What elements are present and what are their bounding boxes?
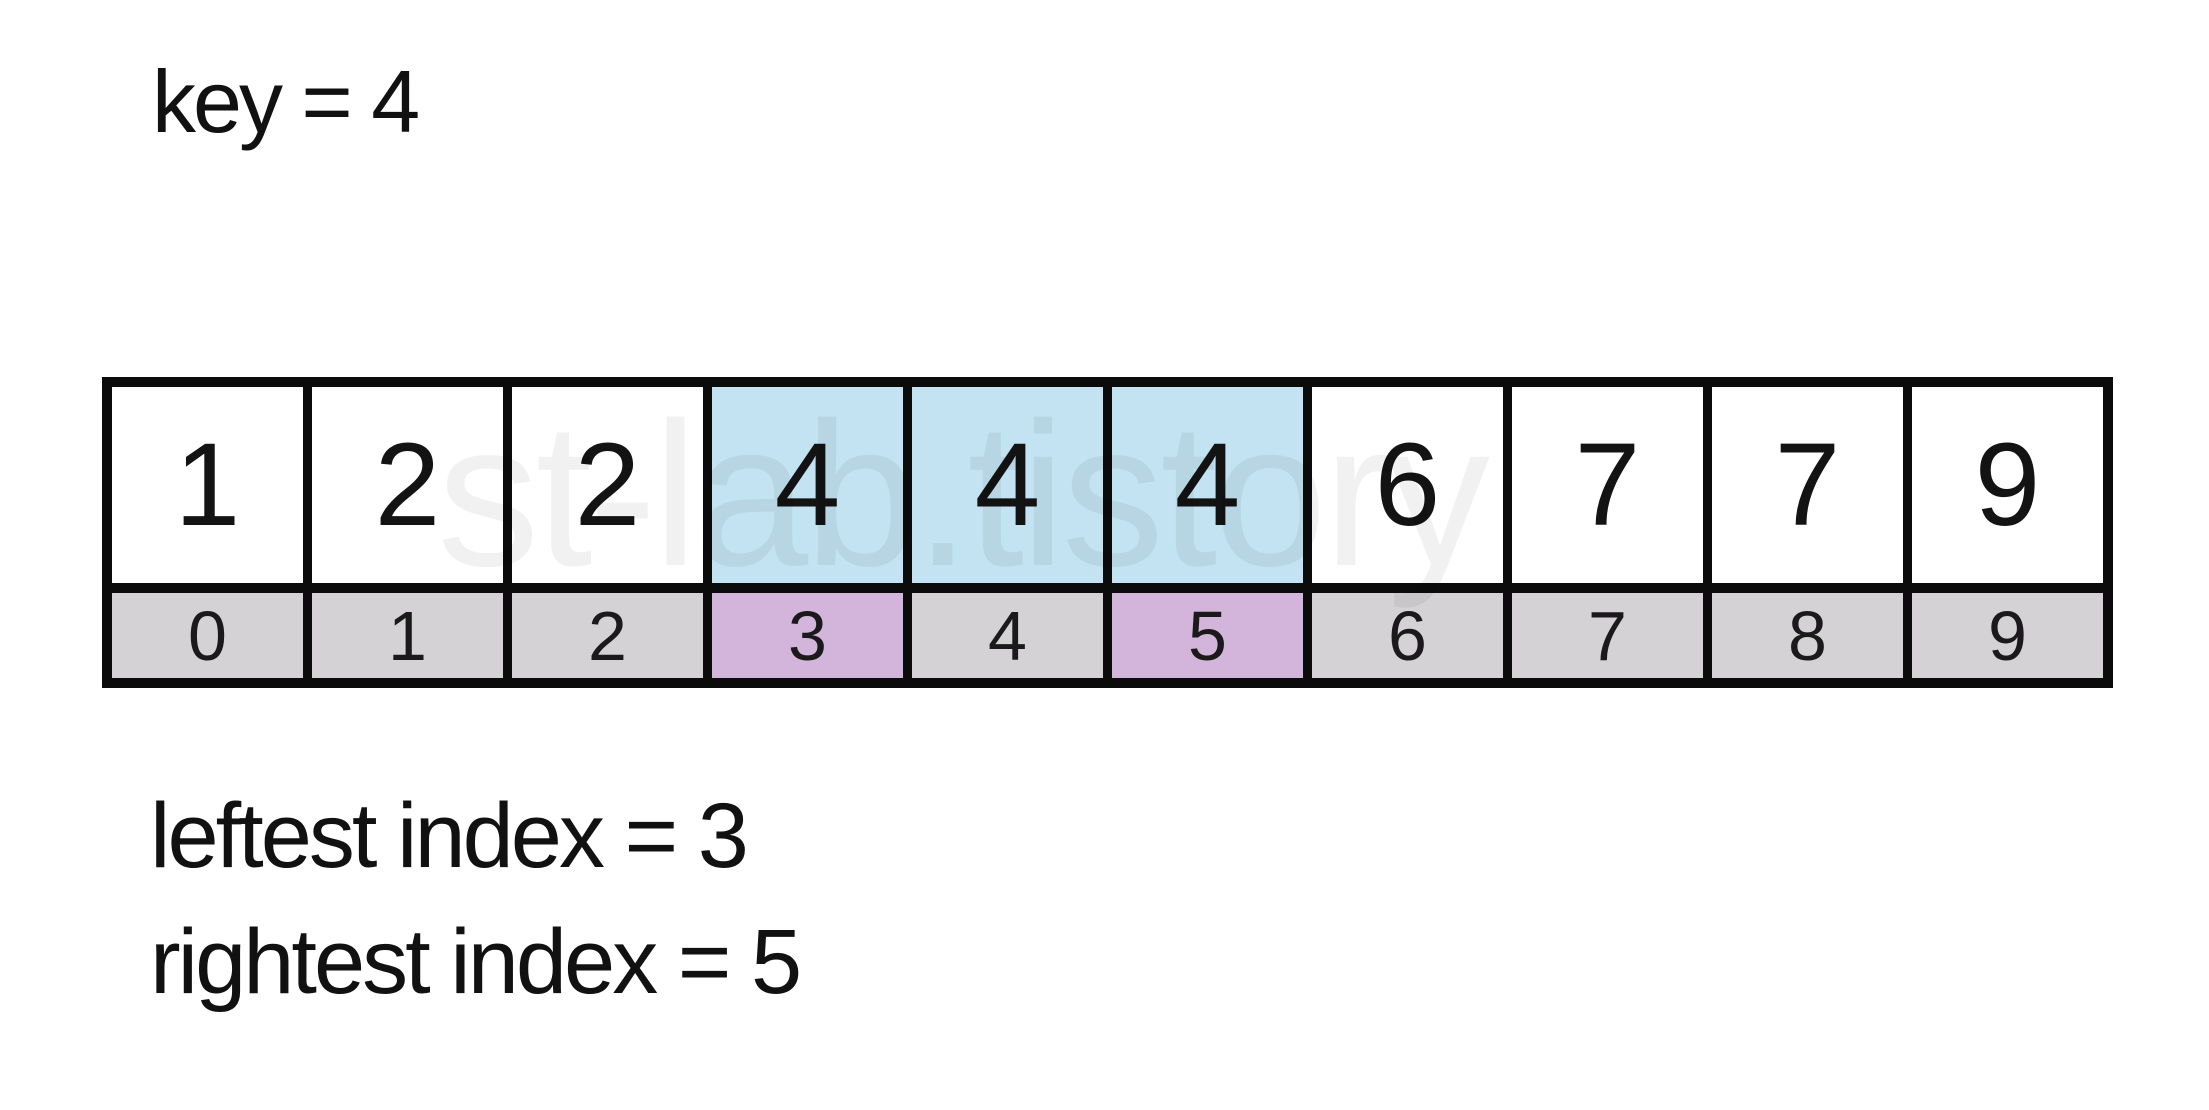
array-index-text: 5 [1188,596,1227,675]
key-label: key = 4 [152,52,420,151]
array-value-cell: 4 [1112,387,1303,593]
array-index-cell: 8 [1712,593,1903,678]
rightest-index-label: rightest index = 5 [150,911,802,1013]
array-value-text: 7 [1574,419,1641,551]
array-index-text: 2 [588,596,627,675]
array-index-text: 6 [1388,596,1427,675]
array-value-text: 4 [1174,419,1241,551]
array-value-cell: 2 [312,387,503,593]
array-value-cell: 6 [1312,387,1503,593]
array-index-text: 8 [1788,596,1827,675]
array-value-text: 2 [374,419,441,551]
array-index-cell: 0 [112,593,303,678]
array-index-text: 9 [1988,596,2027,675]
array-value-cell: 7 [1712,387,1903,593]
array-index-text: 1 [388,596,427,675]
array-index-cell: 3 [712,593,903,678]
array-index-cell: 6 [1312,593,1503,678]
array-index-text: 4 [988,596,1027,675]
array-value-text: 7 [1774,419,1841,551]
array-value-cell: 2 [512,387,703,593]
array-value-cell: 4 [712,387,903,593]
array-value-text: 9 [1974,419,2041,551]
array-index-cell: 1 [312,593,503,678]
array-value-text: 4 [774,419,841,551]
array-value-cell: 4 [912,387,1103,593]
array-index-text: 7 [1588,596,1627,675]
array-value-text: 2 [574,419,641,551]
array-value-cell: 9 [1912,387,2103,593]
array-index-cell: 5 [1112,593,1303,678]
array-value-cell: 7 [1512,387,1703,593]
array-index-cell: 2 [512,593,703,678]
leftest-index-label: leftest index = 3 [150,785,749,887]
array-value-text: 1 [174,419,241,551]
array-index-cell: 7 [1512,593,1703,678]
array-value-text: 4 [974,419,1041,551]
array-index-cell: 9 [1912,593,2103,678]
array-index-cell: 4 [912,593,1103,678]
array-index-text: 3 [788,596,827,675]
array-value-text: 6 [1374,419,1441,551]
array-value-cell: 1 [112,387,303,593]
array-index-text: 0 [188,596,227,675]
